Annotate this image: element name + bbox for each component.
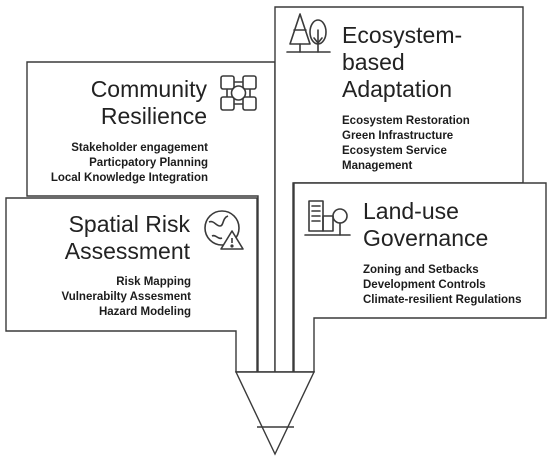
landuse-title-line1: Land-use <box>363 198 459 224</box>
ecosystem-items: Ecosystem Restoration Green Infrastructu… <box>342 114 470 174</box>
list-item: Stakeholder engagement <box>71 142 208 154</box>
spatial-items: Risk Mapping Vulnerabilty Assesment Haza… <box>61 275 191 320</box>
puzzle-hands-icon <box>220 75 257 111</box>
spatial-risk-content: Spatial Risk Assessment <box>65 211 190 265</box>
ecosystem-adaptation-content: Ecosystem- based Adaptation <box>342 22 462 103</box>
pencil-tip <box>234 371 316 456</box>
landuse-governance-content: Land-use Governance <box>363 198 488 252</box>
list-item: Green Infrastructure <box>342 130 454 142</box>
list-item: Climate-resilient Regulations <box>363 294 522 306</box>
spatial-title-line2: Assessment <box>64 238 190 264</box>
spatial-title-line1: Spatial Risk <box>68 211 190 237</box>
community-title-line2: Resilience <box>100 103 207 129</box>
ecosystem-title-line1: Ecosystem- <box>342 22 463 48</box>
list-item: Ecosystem Restoration <box>342 115 470 127</box>
list-item: Hazard Modeling <box>98 306 191 318</box>
ecosystem-title-line2: based <box>342 49 405 75</box>
community-resilience-content: Community Resilience <box>91 76 207 130</box>
community-items: Stakeholder engagement Particpatory Plan… <box>51 141 208 186</box>
list-item: Development Controls <box>363 279 486 291</box>
landuse-title-line2: Governance <box>363 225 489 251</box>
buildings-tree-icon <box>304 200 351 236</box>
landuse-items: Zoning and Setbacks Development Controls… <box>363 263 521 308</box>
list-item: Local Knowledge Integration <box>50 172 208 184</box>
list-item: Risk Mapping <box>116 276 191 288</box>
list-item: Particpatory Planning <box>89 157 208 169</box>
trees-icon <box>286 13 331 53</box>
community-title-line1: Community <box>90 76 207 102</box>
list-item: Management <box>342 160 413 172</box>
list-item: Zoning and Setbacks <box>363 264 479 276</box>
list-item: Ecosystem Service <box>342 145 447 157</box>
globe-warning-icon <box>204 210 244 250</box>
ecosystem-title-line3: Adaptation <box>342 76 452 102</box>
list-item: Vulnerabilty Assesment <box>61 291 191 303</box>
